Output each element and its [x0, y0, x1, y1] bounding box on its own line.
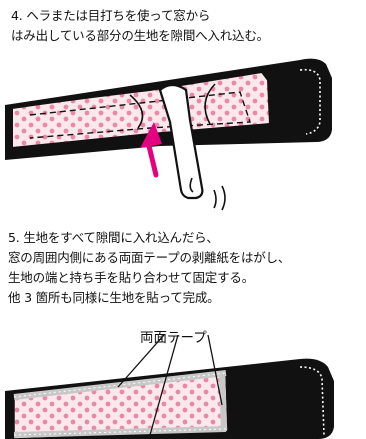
dashed-guide	[29, 91, 251, 139]
tape-right	[219, 374, 227, 432]
stitch-line	[299, 68, 321, 135]
push-arrow-icon	[140, 122, 162, 178]
step5-line-3: 生地の端と持ち手を貼り合わせて固定する。	[8, 270, 255, 285]
step4-illustration	[5, 58, 332, 211]
step5-text: 5. 生地をすべて隙間に入れ込んだら、 窓の周囲内側にある両面テープの剥離紙をは…	[8, 228, 290, 308]
step5-line-4: 他 3 箇所も同様に生地を貼って完成。	[8, 290, 220, 305]
step4-line-1: 4. ヘラまたは目打ちを使って窓から	[11, 8, 211, 23]
step4-text: 4. ヘラまたは目打ちを使って窓から はみ出している部分の生地を隙間へ入れ込む。	[11, 6, 269, 46]
step5-line-2: 窓の周囲内側にある両面テープの剥離紙をはがし、	[8, 250, 291, 265]
label-leader-lines	[117, 335, 223, 436]
step5-illustration	[5, 335, 334, 439]
step4-line-2: はみ出している部分の生地を隙間へ入れ込む。	[11, 28, 269, 43]
spatula-tool	[158, 83, 226, 211]
stitch-line-2	[299, 366, 325, 436]
fabric-fold	[129, 94, 144, 129]
double-sided-tape-label: 両面テープ	[140, 330, 207, 346]
step5-line-1: 5. 生地をすべて隙間に入れ込んだら、	[8, 230, 219, 245]
